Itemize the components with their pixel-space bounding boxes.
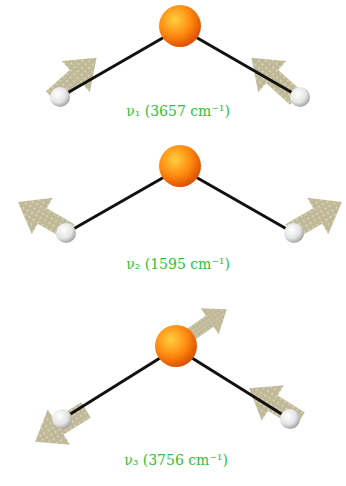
mode-label: ν₃ (3756 cm⁻¹) bbox=[121, 452, 231, 468]
molecule-asymmetric-stretch bbox=[24, 296, 311, 459]
molecule-bending bbox=[8, 145, 346, 250]
mode-label: ν₁ (3657 cm⁻¹) bbox=[123, 103, 233, 119]
mode-label: ν₂ (1595 cm⁻¹) bbox=[123, 256, 233, 272]
molecule-symmetric-stretch bbox=[38, 5, 310, 114]
